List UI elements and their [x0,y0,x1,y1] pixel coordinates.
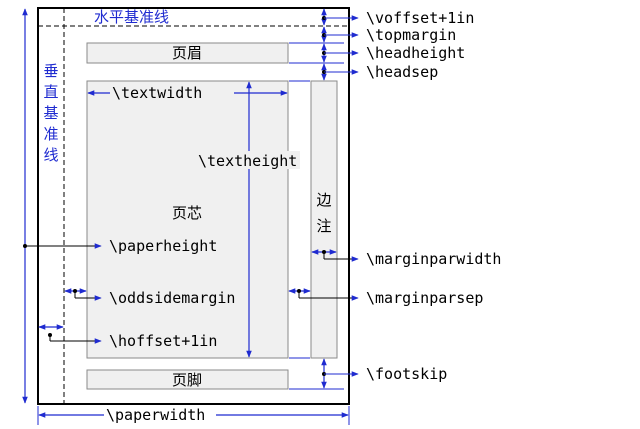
textheight-label: \textheight [198,152,297,170]
marginparsep-label: \marginparsep [366,289,483,307]
footer-box [86,369,289,390]
marginal-note-char-2: 注 [316,217,331,235]
paper-border [37,7,350,405]
horizontal-baseline-label: 水平基准线 [94,8,169,26]
footer-label: 页脚 [172,371,202,389]
paperheight-label: \paperheight [109,237,217,255]
header-box [86,42,289,64]
marginal-note-char-1: 边 [316,191,331,209]
topmargin-label: \topmargin [366,26,456,44]
hoffset-label: \hoffset+1in [109,332,217,350]
textwidth-label: \textwidth [112,84,202,102]
marginparwidth-label: \marginparwidth [366,250,501,268]
vertical-baseline-char-2: 直 [43,83,58,101]
body-label: 页芯 [172,204,202,222]
paperwidth-label: \paperwidth [106,406,205,424]
oddsidemargin-label: \oddsidemargin [109,289,235,307]
vertical-baseline-char-4: 准 [43,125,58,143]
headsep-label: \headsep [366,63,438,81]
headheight-label: \headheight [366,44,465,62]
vertical-baseline-char-1: 垂 [43,62,58,80]
vertical-baseline-char-5: 线 [43,146,58,164]
footskip-label: \footskip [366,365,447,383]
text-body-box [86,80,289,359]
marginal-note-box [310,80,338,359]
header-label: 页眉 [172,44,202,62]
voffset-label: \voffset+1in [366,9,474,27]
vertical-baseline-char-3: 基 [43,104,58,122]
